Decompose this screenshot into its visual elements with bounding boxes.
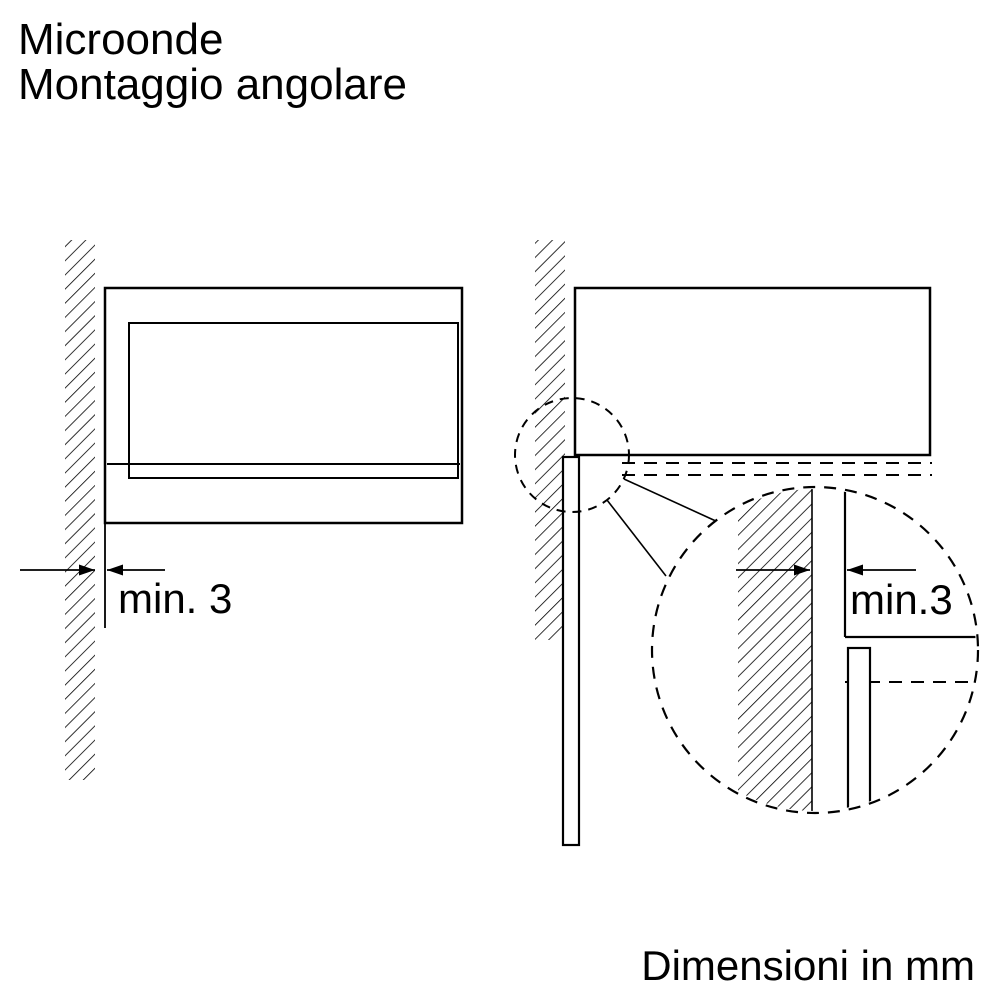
detail-side-panel: [846, 646, 872, 811]
front-view-figure: min. 3: [20, 240, 464, 780]
detail-leader-line-lower: [606, 499, 667, 577]
units-note-label: Dimensioni in mm: [641, 942, 975, 989]
detail-zoom-figure: min.3: [650, 485, 980, 815]
microwave-door-window: [128, 322, 459, 479]
side-view-figure: [514, 240, 932, 847]
detail-wall-hatch: [738, 489, 812, 811]
page-title-line1: Microonde: [18, 15, 223, 64]
microwave-side-outline: [573, 286, 932, 457]
detail-source-circle: [514, 397, 630, 513]
wall-gap-dimension-label: min. 3: [118, 575, 232, 622]
detail-zoom-content: min.3: [736, 489, 976, 811]
detail-leader-line-upper: [623, 478, 719, 523]
cabinet-side-panel: [561, 455, 581, 847]
page-title-line2: Montaggio angolare: [18, 60, 407, 109]
wall-section-right: [535, 240, 565, 640]
wall-section-left: [65, 240, 95, 780]
microwave-front-outline: [103, 286, 464, 525]
detail-zoom-circle: [650, 485, 980, 815]
detail-gap-dimension-label: min.3: [850, 576, 953, 623]
